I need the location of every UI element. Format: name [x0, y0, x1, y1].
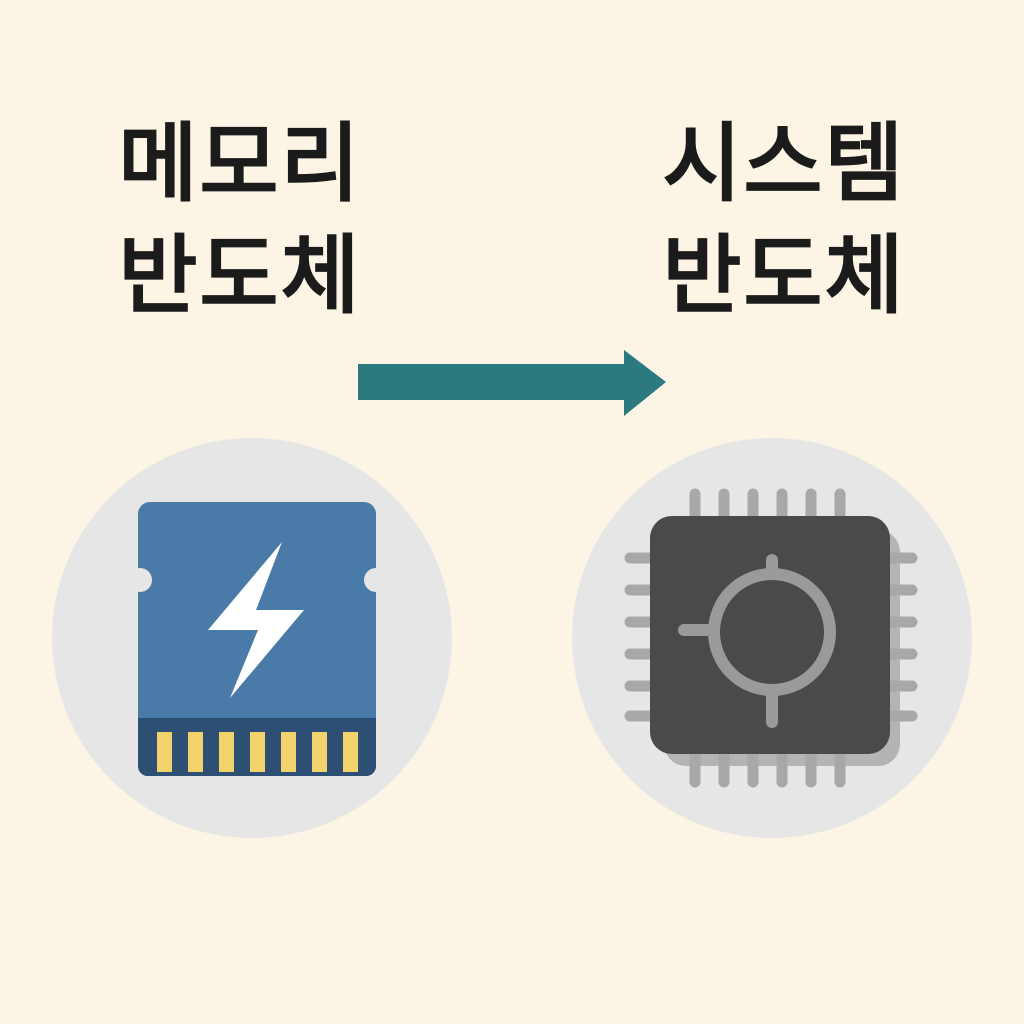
- lightning-bolt-icon: [208, 542, 304, 698]
- memory-label-line1: 메모리: [118, 114, 362, 214]
- chip-target-mark: [678, 554, 836, 728]
- processor-chip-icon: [624, 488, 918, 788]
- transition-arrow: [358, 350, 666, 416]
- system-label-line2: 반도체: [662, 226, 906, 326]
- memory-card-icon: [128, 502, 388, 776]
- memory-semiconductor-label: 메모리 반도체: [80, 108, 400, 332]
- chip-pins: [624, 488, 918, 788]
- system-label-line1: 시스템: [662, 114, 906, 214]
- memory-contacts: [157, 732, 358, 772]
- memory-label-line2: 반도체: [118, 226, 362, 326]
- system-semiconductor-label: 시스템 반도체: [624, 108, 944, 332]
